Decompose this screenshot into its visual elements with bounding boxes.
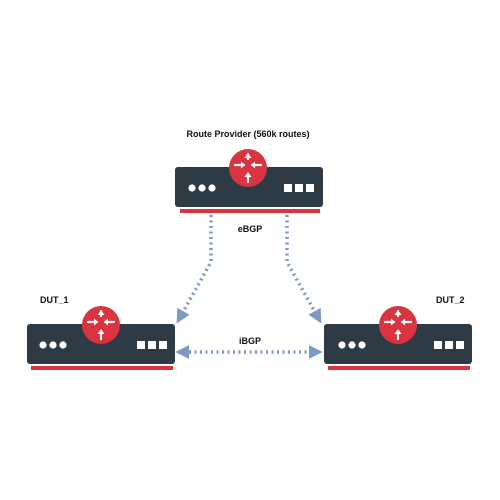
- dut2-ports: [434, 341, 464, 349]
- ebgp-link-right: [285, 215, 322, 324]
- route-provider-status-leds: [188, 184, 216, 192]
- router-icon: [80, 304, 122, 346]
- route-provider-device[interactable]: Route Provider (560k routes): [175, 129, 323, 213]
- router-icon: [227, 147, 269, 189]
- dut2-base: [328, 366, 470, 370]
- route-provider-chassis: [175, 167, 323, 207]
- route-provider-ports: [284, 184, 314, 192]
- dut1-base: [31, 366, 173, 370]
- dut1-status-leds: [39, 341, 67, 349]
- dut1-device[interactable]: DUT_1: [27, 295, 175, 370]
- dut2-label: DUT_2: [436, 295, 465, 305]
- dut1-ports: [137, 341, 167, 349]
- route-provider-base: [180, 209, 320, 213]
- dut2-device[interactable]: DUT_2: [324, 295, 472, 370]
- ebgp-label: eBGP: [238, 224, 263, 234]
- router-icon: [377, 304, 419, 346]
- ebgp-link-left: [176, 215, 213, 324]
- route-provider-label: Route Provider (560k routes): [186, 129, 309, 139]
- dut2-status-leds: [338, 341, 366, 349]
- dut1-label: DUT_1: [40, 295, 69, 305]
- ibgp-label: iBGP: [239, 336, 261, 346]
